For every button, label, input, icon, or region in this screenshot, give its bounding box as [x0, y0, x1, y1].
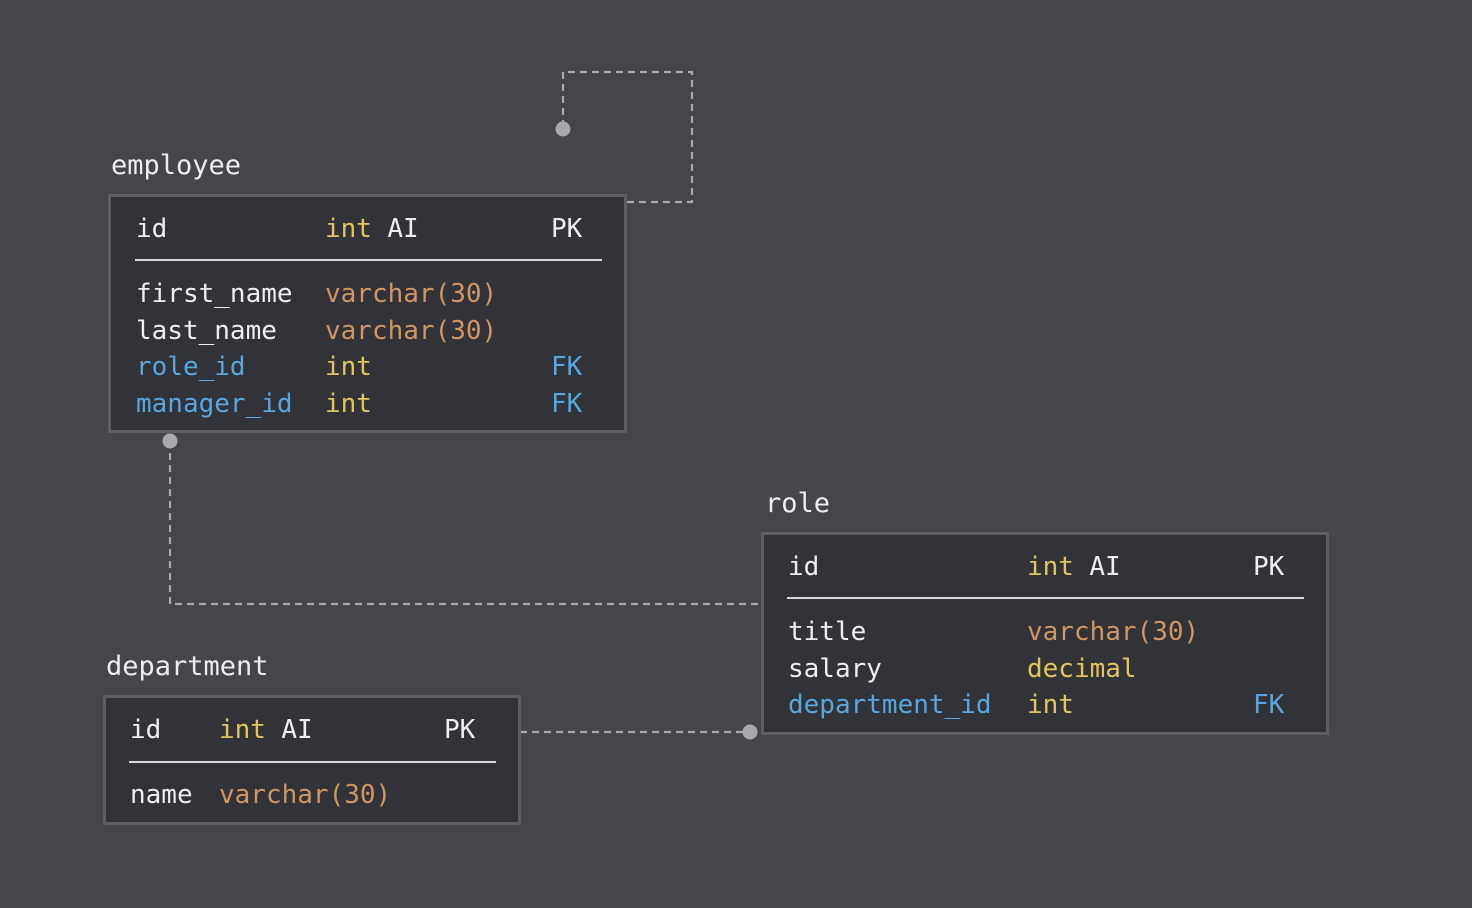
key-badge: FK [551, 388, 583, 419]
column-type: varchar(30) [325, 315, 498, 346]
relationship-line [168, 441, 760, 606]
column-name: name [130, 780, 193, 810]
key-badge: PK [444, 715, 476, 745]
relationship-line [561, 70, 694, 204]
column-row: role_id int FK [111, 352, 624, 382]
column-type: int [325, 214, 372, 244]
relationship-employee-manager_id-to-employee-id [555, 70, 694, 204]
column-extra: AI [387, 214, 419, 244]
column-row: name varchar(30) [106, 780, 518, 810]
column-row: title varchar(30) [764, 617, 1326, 647]
primary-key-row: id int AI PK [111, 214, 624, 244]
column-name: id [136, 214, 168, 244]
relationship-employee-role_id-to-role-id [162, 433, 760, 606]
column-name: title [788, 617, 867, 647]
column-row: department_id int FK [764, 690, 1326, 720]
column-name: first_name [136, 279, 293, 309]
column-name: id [788, 552, 820, 582]
column-name: manager_id [136, 388, 293, 419]
table-department[interactable]: id int AI PK name varchar(30) [103, 695, 521, 825]
key-badge: FK [551, 352, 583, 382]
column-extra: AI [1089, 552, 1121, 582]
column-name: salary [788, 653, 882, 684]
table-role[interactable]: id int AI PK title varchar(30) salary decimal de… [761, 532, 1329, 735]
column-name: last_name [136, 315, 277, 346]
primary-key-divider [787, 597, 1304, 599]
relationship-endpoint-dot [742, 724, 758, 740]
column-row: first_name varchar(30) [111, 279, 624, 309]
column-row: last_name varchar(30) [111, 316, 624, 346]
column-name: id [130, 715, 162, 745]
relationship-endpoint-dot [555, 121, 571, 137]
column-type: varchar(30) [219, 780, 392, 810]
column-type: int [1027, 552, 1074, 582]
column-type: int [1027, 690, 1074, 720]
column-type: decimal [1027, 653, 1137, 684]
primary-key-divider [129, 761, 496, 763]
column-type: int [325, 388, 372, 419]
column-type: int [325, 352, 372, 382]
column-type: int [219, 715, 266, 745]
table-title-department: department [106, 651, 269, 682]
key-badge: FK [1253, 690, 1285, 720]
column-type: varchar(30) [1027, 617, 1200, 647]
key-badge: PK [1253, 552, 1285, 582]
column-name: role_id [136, 352, 246, 382]
relationship-endpoint-dot [162, 433, 178, 449]
table-employee[interactable]: id int AI PK first_name varchar(30) last_name v… [108, 194, 627, 433]
column-extra: AI [281, 715, 313, 745]
primary-key-row: id int AI PK [106, 715, 518, 745]
key-badge: PK [551, 214, 583, 244]
primary-key-row: id int AI PK [764, 552, 1326, 582]
table-title-employee: employee [111, 150, 242, 181]
relationship-role-department_id-to-department-id [520, 724, 758, 740]
table-title-role: role [765, 488, 831, 519]
column-type: varchar(30) [325, 279, 498, 309]
primary-key-divider [135, 259, 602, 261]
column-row: manager_id int FK [111, 389, 624, 419]
column-name: department_id [788, 690, 992, 720]
column-row: salary decimal [764, 654, 1326, 684]
